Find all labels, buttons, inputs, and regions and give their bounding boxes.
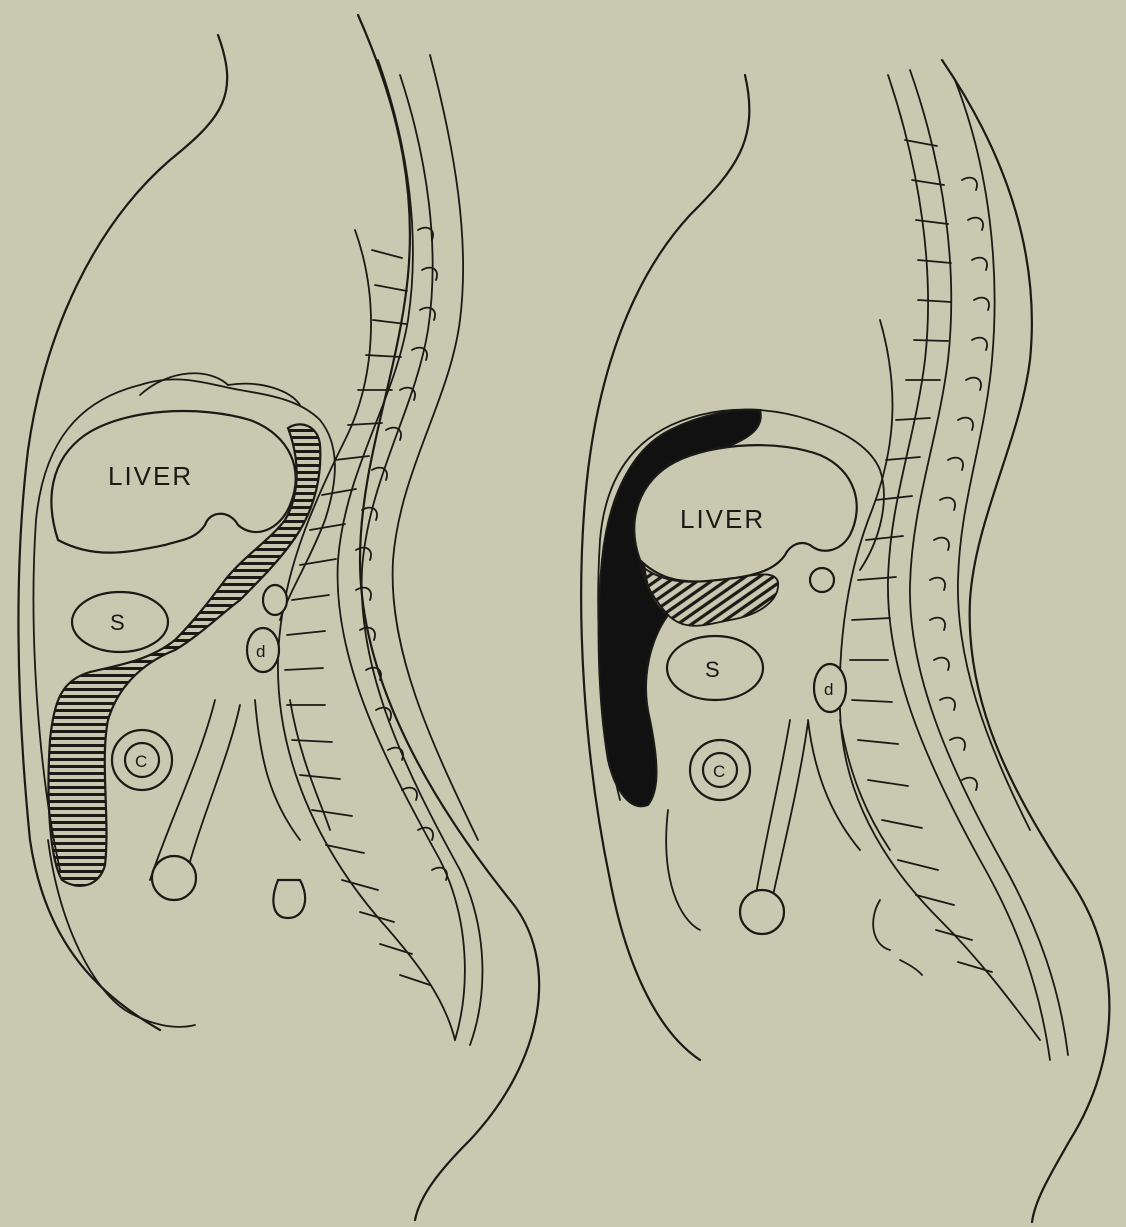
left-body-back-outline	[358, 15, 539, 1220]
right-spinal-canal-outer	[888, 75, 1050, 1060]
right-small-loop	[810, 568, 834, 592]
left-small-loop	[263, 585, 287, 615]
left-colon-label: C	[135, 752, 147, 771]
left-duodenum-label: d	[256, 642, 265, 661]
left-liver-label: LIVER	[108, 461, 193, 491]
right-colon-label: C	[713, 762, 725, 781]
right-bladder	[873, 900, 922, 975]
left-mesentery	[150, 700, 330, 880]
right-spinal-cord-line	[955, 80, 1030, 830]
right-body-back-outline	[942, 60, 1109, 1222]
left-diaphragm-cap	[140, 373, 300, 405]
left-bowel-loop	[152, 856, 196, 900]
right-section-diagram: LIVER S C d	[581, 60, 1109, 1222]
right-stomach-label: S	[705, 657, 720, 682]
left-section-diagram: LIVER S C d	[18, 15, 539, 1220]
right-duodenum-label: d	[824, 680, 833, 699]
right-vertebrae-ticks	[850, 140, 992, 972]
left-spinal-canal-inner	[362, 75, 483, 1045]
left-bladder	[273, 880, 305, 918]
right-bowel-loop	[740, 890, 784, 934]
left-stomach-label: S	[110, 610, 125, 635]
right-liver-label: LIVER	[680, 504, 765, 534]
left-vertebrae-ticks	[285, 228, 447, 985]
